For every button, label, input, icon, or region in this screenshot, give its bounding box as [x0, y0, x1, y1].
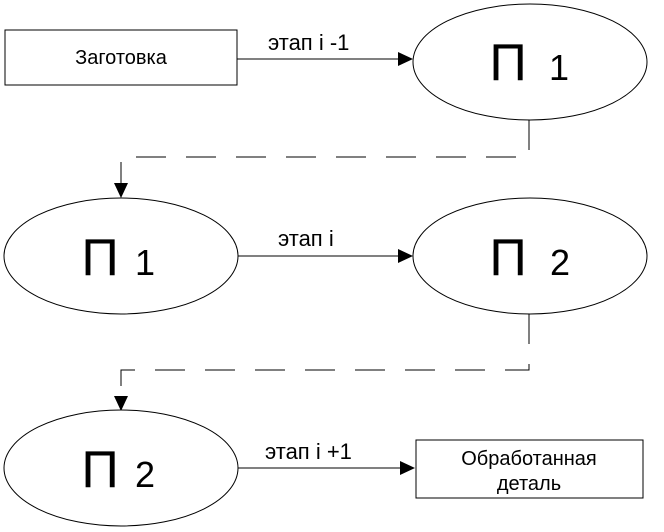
dashed-connector-bottom: [114, 314, 530, 411]
node-p1-top-number: 1: [549, 47, 569, 88]
stage-current-label: этап i: [278, 226, 334, 251]
blank-label: Заготовка: [75, 47, 168, 69]
dashed-connector-top: [114, 120, 530, 198]
stage-next-label: этап i +1: [265, 439, 352, 464]
result-box: Обработанная деталь: [415, 439, 644, 499]
node-p2-middle-letter: П: [489, 229, 526, 287]
node-p1-middle-letter: П: [81, 229, 118, 287]
arrow-stage-prev: [237, 52, 413, 66]
blank-box: Заготовка: [4, 29, 238, 86]
node-p1-middle: П 1: [3, 197, 239, 315]
node-p1-top: П 1: [412, 3, 648, 121]
stage-prev-label: этап i -1: [268, 30, 349, 55]
node-p1-middle-number: 1: [135, 242, 155, 283]
node-p1-top-letter: П: [489, 34, 526, 92]
result-label-line2: деталь: [497, 473, 561, 495]
arrow-stage-current: [238, 249, 413, 263]
node-p2-bottom-number: 2: [135, 454, 155, 495]
node-p2-bottom: П 2: [3, 409, 239, 527]
result-label-line1: Обработанная: [461, 448, 597, 470]
node-p2-middle-number: 2: [550, 242, 570, 283]
node-p2-middle: П 2: [412, 197, 648, 315]
arrow-stage-next: [238, 461, 415, 475]
node-p2-bottom-letter: П: [81, 441, 118, 499]
